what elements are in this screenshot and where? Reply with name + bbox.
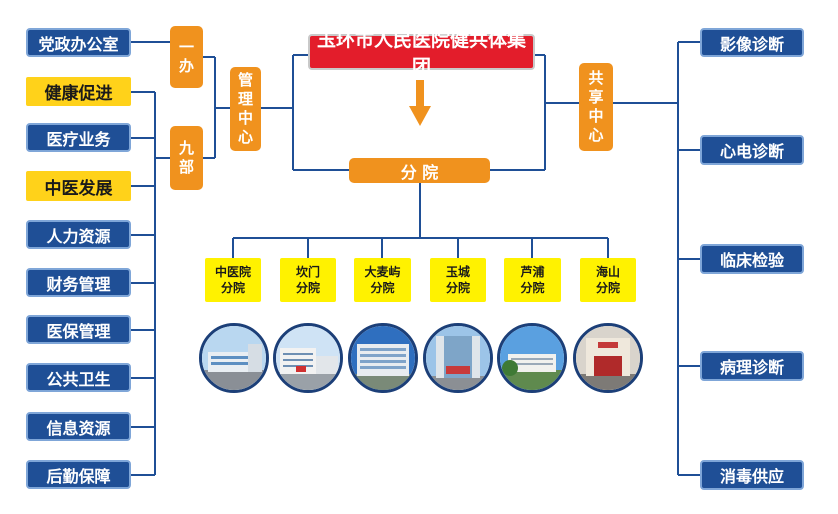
shared-char-2: 中 <box>588 107 604 125</box>
branch-photo-5 <box>573 323 643 393</box>
shared-center[interactable]: 共 享 中 心 <box>579 63 613 151</box>
left-item-3[interactable]: 中医发展 <box>26 171 131 201</box>
branch-1-name: 坎门 <box>295 265 320 279</box>
branch-2-name: 大麦屿 <box>364 265 401 279</box>
management-center[interactable]: 管 理 中 心 <box>230 67 261 151</box>
branch-photo-1 <box>273 323 343 393</box>
branch-0-name: 中医院 <box>214 265 251 279</box>
right-item-4[interactable]: 消毒供应 <box>700 460 804 490</box>
left-item-4[interactable]: 人力资源 <box>26 220 131 249</box>
management-char-0: 管 <box>237 71 253 89</box>
right-item-2[interactable]: 临床检验 <box>700 244 804 274</box>
office-block-bottom[interactable]: 九 部 <box>170 126 203 190</box>
left-item-2[interactable]: 医疗业务 <box>26 123 131 152</box>
branch-5-name: 海山 <box>595 265 620 279</box>
branch-4[interactable]: 芦浦 分院 <box>504 258 561 302</box>
management-char-3: 心 <box>237 128 253 146</box>
down-arrow-icon <box>409 80 431 126</box>
branch-2[interactable]: 大麦屿 分院 <box>354 258 411 302</box>
left-item-8[interactable]: 信息资源 <box>26 412 131 441</box>
management-char-1: 理 <box>237 90 253 108</box>
left-item-5[interactable]: 财务管理 <box>26 268 131 297</box>
left-item-1[interactable]: 健康促进 <box>26 77 131 106</box>
branch-3[interactable]: 玉城 分院 <box>430 258 486 302</box>
right-item-3[interactable]: 病理诊断 <box>700 351 804 381</box>
left-item-6[interactable]: 医保管理 <box>26 315 131 344</box>
office-top-char-1: 办 <box>178 57 194 75</box>
branch-5[interactable]: 海山 分院 <box>580 258 636 302</box>
branch-2-suffix: 分院 <box>370 281 395 295</box>
shared-char-0: 共 <box>588 69 604 87</box>
shared-char-1: 享 <box>588 88 604 106</box>
branch-photo-2 <box>348 323 418 393</box>
branch-0[interactable]: 中医院 分院 <box>205 258 261 302</box>
branch-3-name: 玉城 <box>445 265 470 279</box>
group-title[interactable]: 玉环市人民医院健共体集团 <box>308 29 535 78</box>
branch-photo-0 <box>199 323 269 393</box>
branch-4-name: 芦浦 <box>520 265 545 279</box>
right-item-0[interactable]: 影像诊断 <box>700 28 804 57</box>
left-item-0[interactable]: 党政办公室 <box>26 28 131 57</box>
office-top-char-0: 一 <box>178 38 194 56</box>
right-item-1[interactable]: 心电诊断 <box>700 135 804 165</box>
branch-1-suffix: 分院 <box>295 281 320 295</box>
left-item-9[interactable]: 后勤保障 <box>26 460 131 489</box>
branch-3-suffix: 分院 <box>445 281 470 295</box>
branch-hub[interactable]: 分 院 <box>349 158 490 183</box>
branch-5-suffix: 分院 <box>595 281 620 295</box>
branch-1[interactable]: 坎门 分院 <box>280 258 336 302</box>
office-block-top[interactable]: 一 办 <box>170 26 203 88</box>
shared-char-3: 心 <box>588 126 604 144</box>
branch-photo-3 <box>423 323 493 393</box>
left-item-7[interactable]: 公共卫生 <box>26 363 131 392</box>
office-bottom-char-1: 部 <box>178 158 194 176</box>
office-bottom-char-0: 九 <box>178 139 194 157</box>
branch-4-suffix: 分院 <box>520 281 545 295</box>
branch-0-suffix: 分院 <box>220 281 245 295</box>
management-char-2: 中 <box>237 109 253 127</box>
branch-photo-4 <box>497 323 567 393</box>
